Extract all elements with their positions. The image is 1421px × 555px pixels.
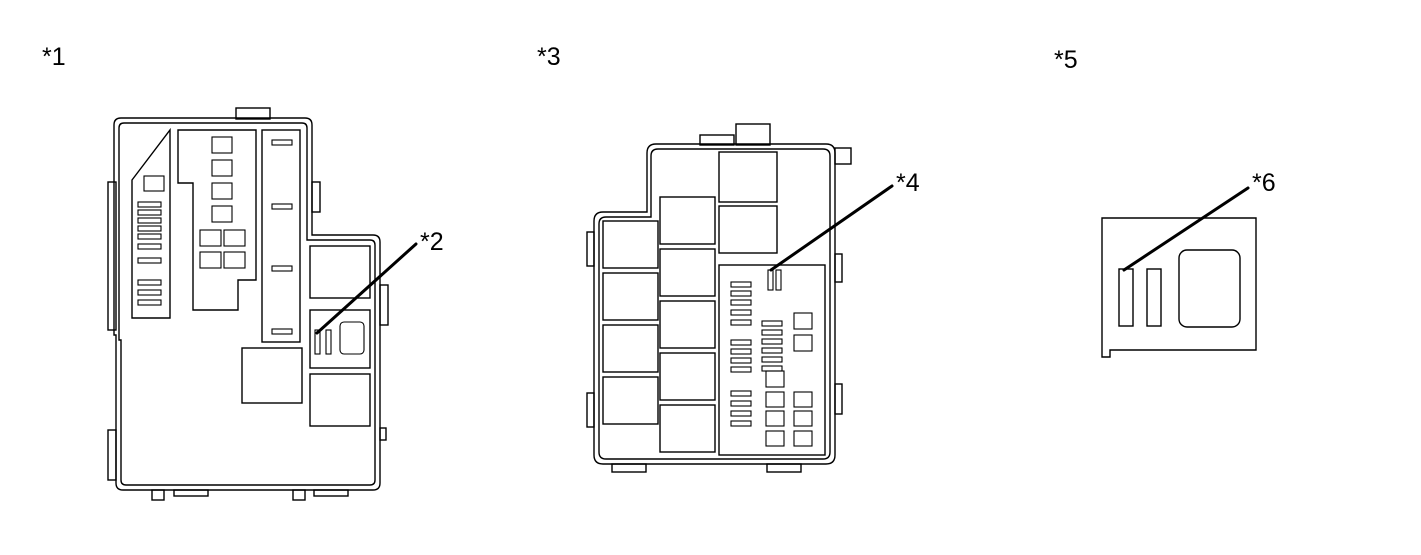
callout-3-label: *3 (537, 43, 561, 71)
callout-5-label: *5 (1054, 46, 1078, 74)
callout-1-label: *1 (42, 43, 66, 71)
callout-2-label: *2 (420, 228, 444, 256)
fuse-holder-5 (1101, 186, 1257, 358)
fuse-box-1 (107, 107, 418, 501)
fuse-box-3 (586, 123, 894, 473)
callout-6-label: *6 (1252, 169, 1276, 197)
callout-4-label: *4 (896, 169, 920, 197)
